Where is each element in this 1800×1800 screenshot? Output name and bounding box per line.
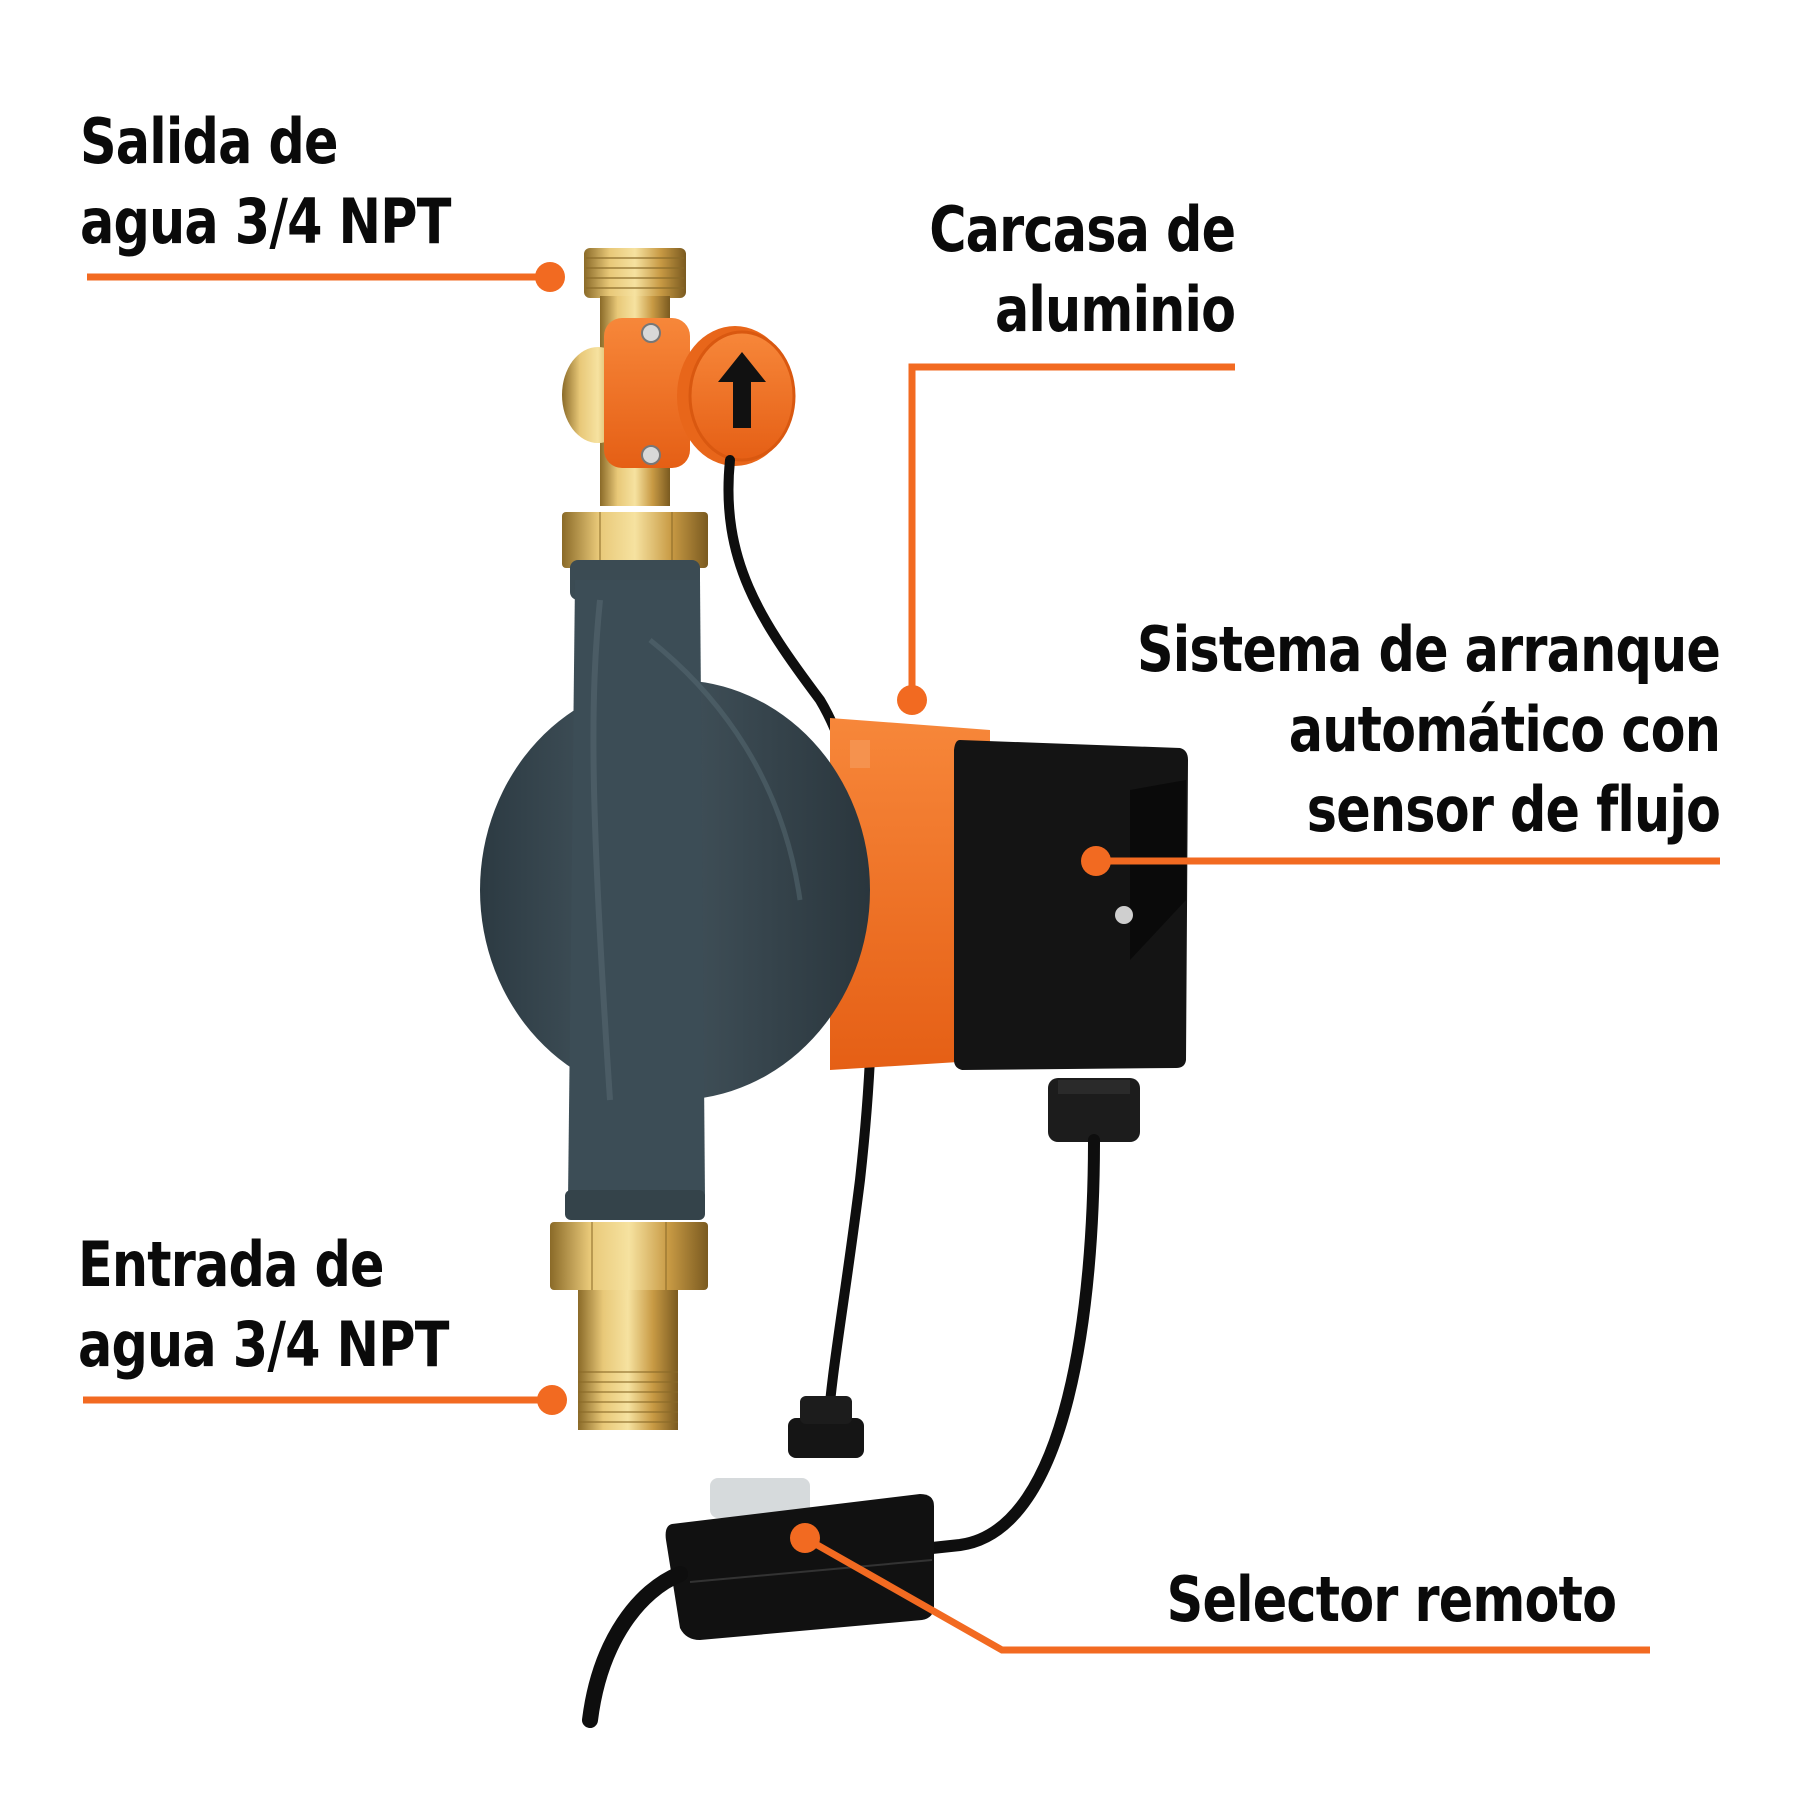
callout-label-outlet: Salida de agua 3/4 NPT: [80, 102, 451, 262]
callout-inlet-line-2: agua 3/4 NPT: [78, 1308, 449, 1381]
callout-outlet-line-2: agua 3/4 NPT: [80, 185, 451, 258]
callout-housing-line-2: aluminio: [994, 273, 1236, 346]
arrow-up-icon: [718, 352, 766, 428]
brass-inlet-fitting: [550, 1222, 708, 1430]
callout-leaders: [83, 273, 1720, 1654]
remote-selector-switch: [665, 1396, 934, 1640]
flow-sensor: [604, 318, 796, 468]
callout-outlet-line-1: Salida de: [80, 105, 338, 178]
callout-label-housing: Carcasa de aluminio: [928, 190, 1236, 350]
callout-line-remote: [803, 1534, 1650, 1654]
power-cable: [926, 1134, 1100, 1554]
callout-dot-inlet: [537, 1385, 567, 1415]
pump-volute-body: [480, 560, 870, 1220]
black-control-box: [954, 740, 1188, 1142]
callout-line-housing: [908, 363, 1235, 698]
orange-motor-housing: [830, 718, 990, 1070]
callout-housing-line-1: Carcasa de: [928, 193, 1236, 266]
callout-dot-auto-start: [1081, 846, 1111, 876]
callout-label-remote-selector: Selector remoto: [1166, 1560, 1616, 1640]
callout-auto-start-line-2: automático con: [1288, 693, 1721, 766]
callout-label-inlet: Entrada de agua 3/4 NPT: [78, 1225, 449, 1385]
callout-dot-outlet: [535, 262, 565, 292]
callout-dot-housing: [897, 685, 927, 715]
callout-inlet-line-1: Entrada de: [78, 1228, 385, 1301]
callout-label-auto-start: Sistema de arranque automático con senso…: [1136, 610, 1721, 850]
callout-dots: [535, 262, 1111, 1553]
callout-remote-line-1: Selector remoto: [1166, 1563, 1616, 1636]
selector-toggle: [710, 1478, 810, 1518]
callout-auto-start-line-1: Sistema de arranque: [1136, 613, 1721, 686]
callout-dot-remote: [790, 1523, 820, 1553]
plug-cord: [582, 1566, 688, 1728]
callout-auto-start-line-3: sensor de flujo: [1306, 773, 1721, 846]
